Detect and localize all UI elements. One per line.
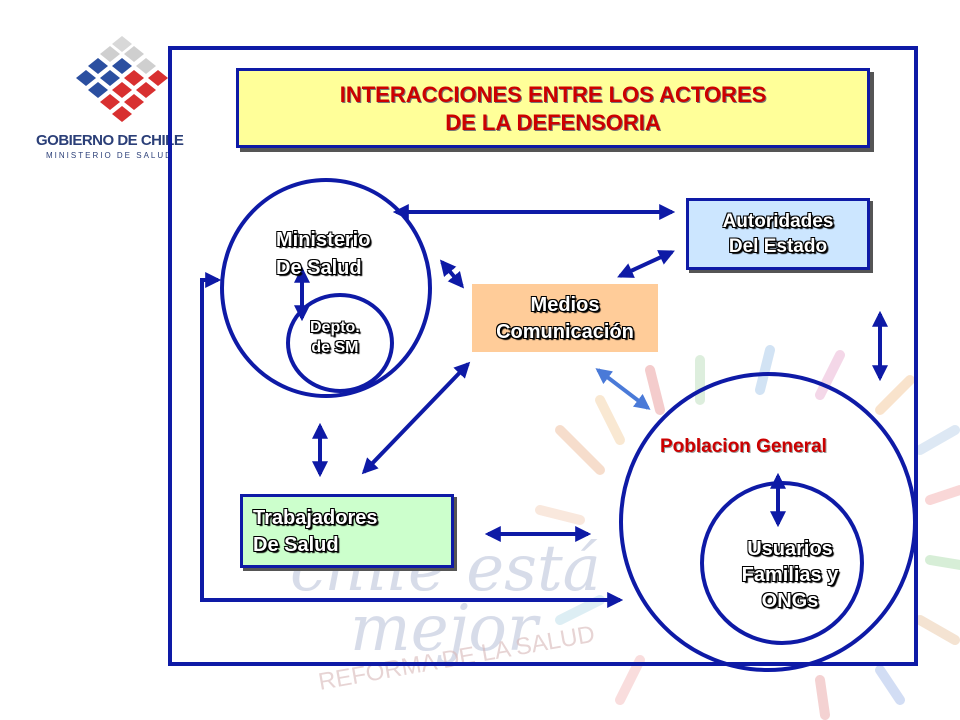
autoridades-box: Autoridades Del Estado [686,198,870,270]
trabajadores-line-2: De Salud [253,534,339,556]
depto-line-2: de SM [311,339,359,356]
trabajadores-box: Trabajadores De Salud [240,494,454,568]
diagram-frame [168,46,918,666]
logo-subtitle: MINISTERIO DE SALUD [46,151,173,160]
depto-label: Depto. de SM [310,318,360,358]
ministerio-label: Ministerio De Salud [276,226,370,282]
medios-line-2: Comunicación [496,321,634,343]
logo-name: GOBIERNO DE CHILE [36,132,184,149]
usuarios-line-1: Usuarios [747,538,833,560]
autoridades-line-1: Autoridades [722,211,834,232]
medios-line-1: Medios [530,294,600,316]
chile-diamond-logo-icon [76,36,168,122]
title-box: INTERACCIONES ENTRE LOS ACTORES DE LA DE… [236,68,870,148]
trabajadores-line-1: Trabajadores [253,507,378,529]
gobierno-logo [30,30,190,160]
usuarios-label: Usuarios Familias y ONGs [722,536,858,614]
medios-box: Medios Comunicación [472,284,658,352]
title-line-2: DE LA DEFENSORIA [445,110,661,135]
title-line-1: INTERACCIONES ENTRE LOS ACTORES [339,82,767,107]
ministerio-line-1: Ministerio [276,229,371,251]
poblacion-label: Poblacion General [660,436,827,457]
usuarios-line-2: Familias y [741,564,839,586]
ministerio-line-2: De Salud [276,257,362,279]
depto-line-1: Depto. [310,319,360,336]
usuarios-line-3: ONGs [761,590,819,612]
autoridades-line-2: Del Estado [728,236,828,257]
